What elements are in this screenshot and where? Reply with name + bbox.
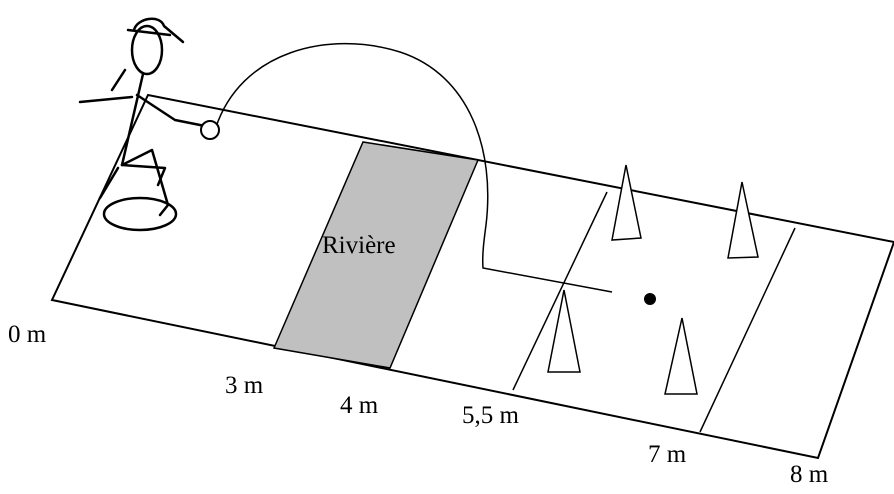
target-dot — [644, 293, 656, 305]
distance-label-8m: 8 m — [790, 461, 829, 488]
ball — [200, 120, 220, 140]
field-outline — [50, 93, 894, 460]
cone — [664, 317, 698, 395]
line-5-5m — [512, 191, 608, 391]
river-label: Rivière — [322, 232, 396, 259]
distance-label-4m: 4 m — [340, 392, 379, 419]
distance-label-0m: 0 m — [8, 321, 47, 348]
throw-trajectory — [214, 42, 613, 293]
cone — [727, 181, 759, 259]
distance-label-7m: 7 m — [648, 441, 687, 468]
river-zone — [272, 141, 480, 369]
line-7m — [699, 227, 796, 433]
cone — [547, 289, 581, 373]
distance-label-3m: 3 m — [225, 372, 264, 399]
distance-label-5-5m: 5,5 m — [462, 402, 519, 429]
stick-figure — [78, 17, 207, 232]
cone — [611, 164, 642, 241]
